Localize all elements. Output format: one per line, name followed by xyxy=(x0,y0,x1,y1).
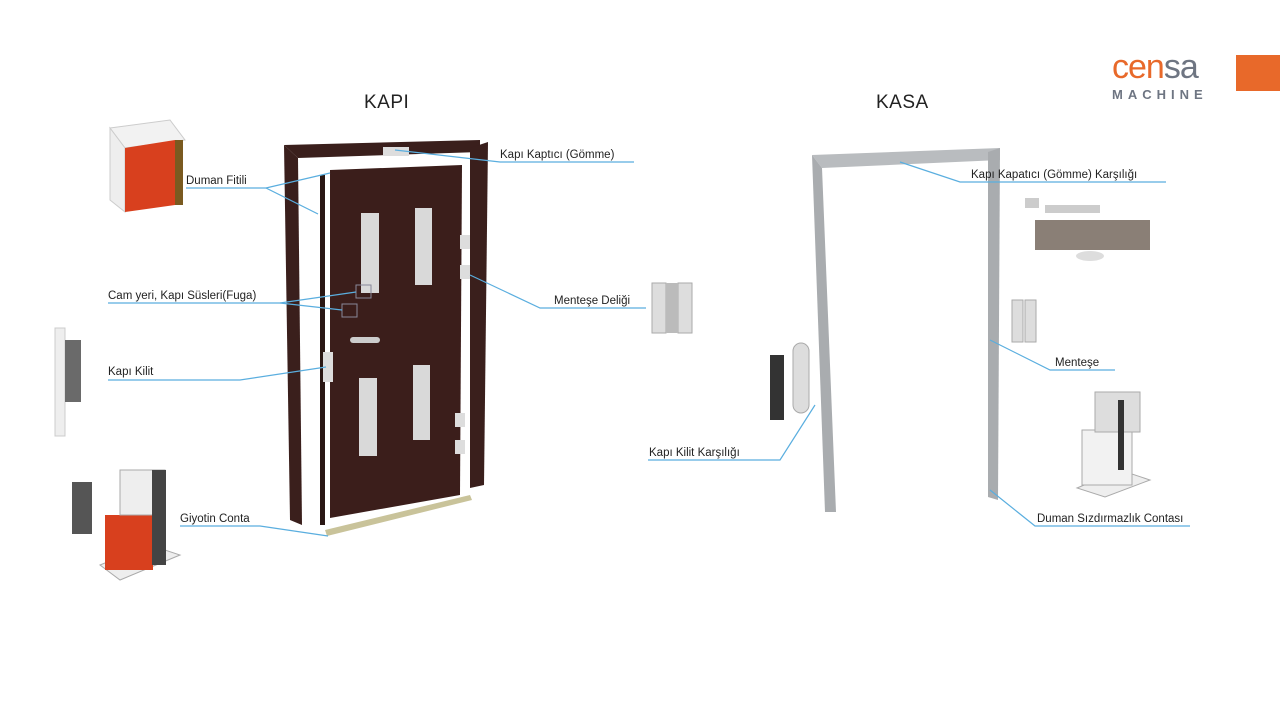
logo-text-a: cen xyxy=(1112,48,1165,86)
label-closer-strike: Kapı Kapatıcı (Gömme) Karşılığı xyxy=(971,169,1138,181)
censa-logo: censa MACHINE xyxy=(1112,48,1208,102)
section-title-door: KAPI xyxy=(364,92,410,113)
lock-strike-inset xyxy=(770,342,810,420)
label-lock-strike: Kapı Kilit Karşılığı xyxy=(649,447,740,459)
section-title-frame: KASA xyxy=(876,92,929,113)
hinge-inset xyxy=(651,282,693,334)
door-leaf xyxy=(323,147,472,536)
gasket-inset xyxy=(1075,391,1152,498)
lock-inset xyxy=(54,327,81,437)
smoke-seal-inset xyxy=(109,119,186,214)
label-guillotine: Giyotin Conta xyxy=(180,513,250,525)
logo-subtitle: MACHINE xyxy=(1112,87,1208,102)
logo-text-b: sa xyxy=(1163,48,1199,86)
brand-accent-block xyxy=(1236,55,1280,91)
label-smoke-seal: Duman Fitili xyxy=(186,175,247,187)
label-lock: Kapı Kilit xyxy=(108,366,154,378)
leader-lines xyxy=(108,149,1190,537)
label-hinge-hole: Menteşe Deliği xyxy=(554,295,631,307)
guillotine-inset xyxy=(72,469,182,581)
frame-hinge-inset xyxy=(1011,299,1037,343)
door-frame xyxy=(284,140,488,525)
label-glass: Cam yeri, Kapı Süsleri(Fuga) xyxy=(108,290,257,302)
label-smoke-gasket: Duman Sızdırmazlık Contası xyxy=(1037,513,1184,525)
frame-kasa xyxy=(812,148,1000,512)
closer-inset xyxy=(1025,198,1150,261)
label-closer: Kapı Kaptıcı (Gömme) xyxy=(500,149,615,161)
label-hinge: Menteşe xyxy=(1055,357,1100,369)
